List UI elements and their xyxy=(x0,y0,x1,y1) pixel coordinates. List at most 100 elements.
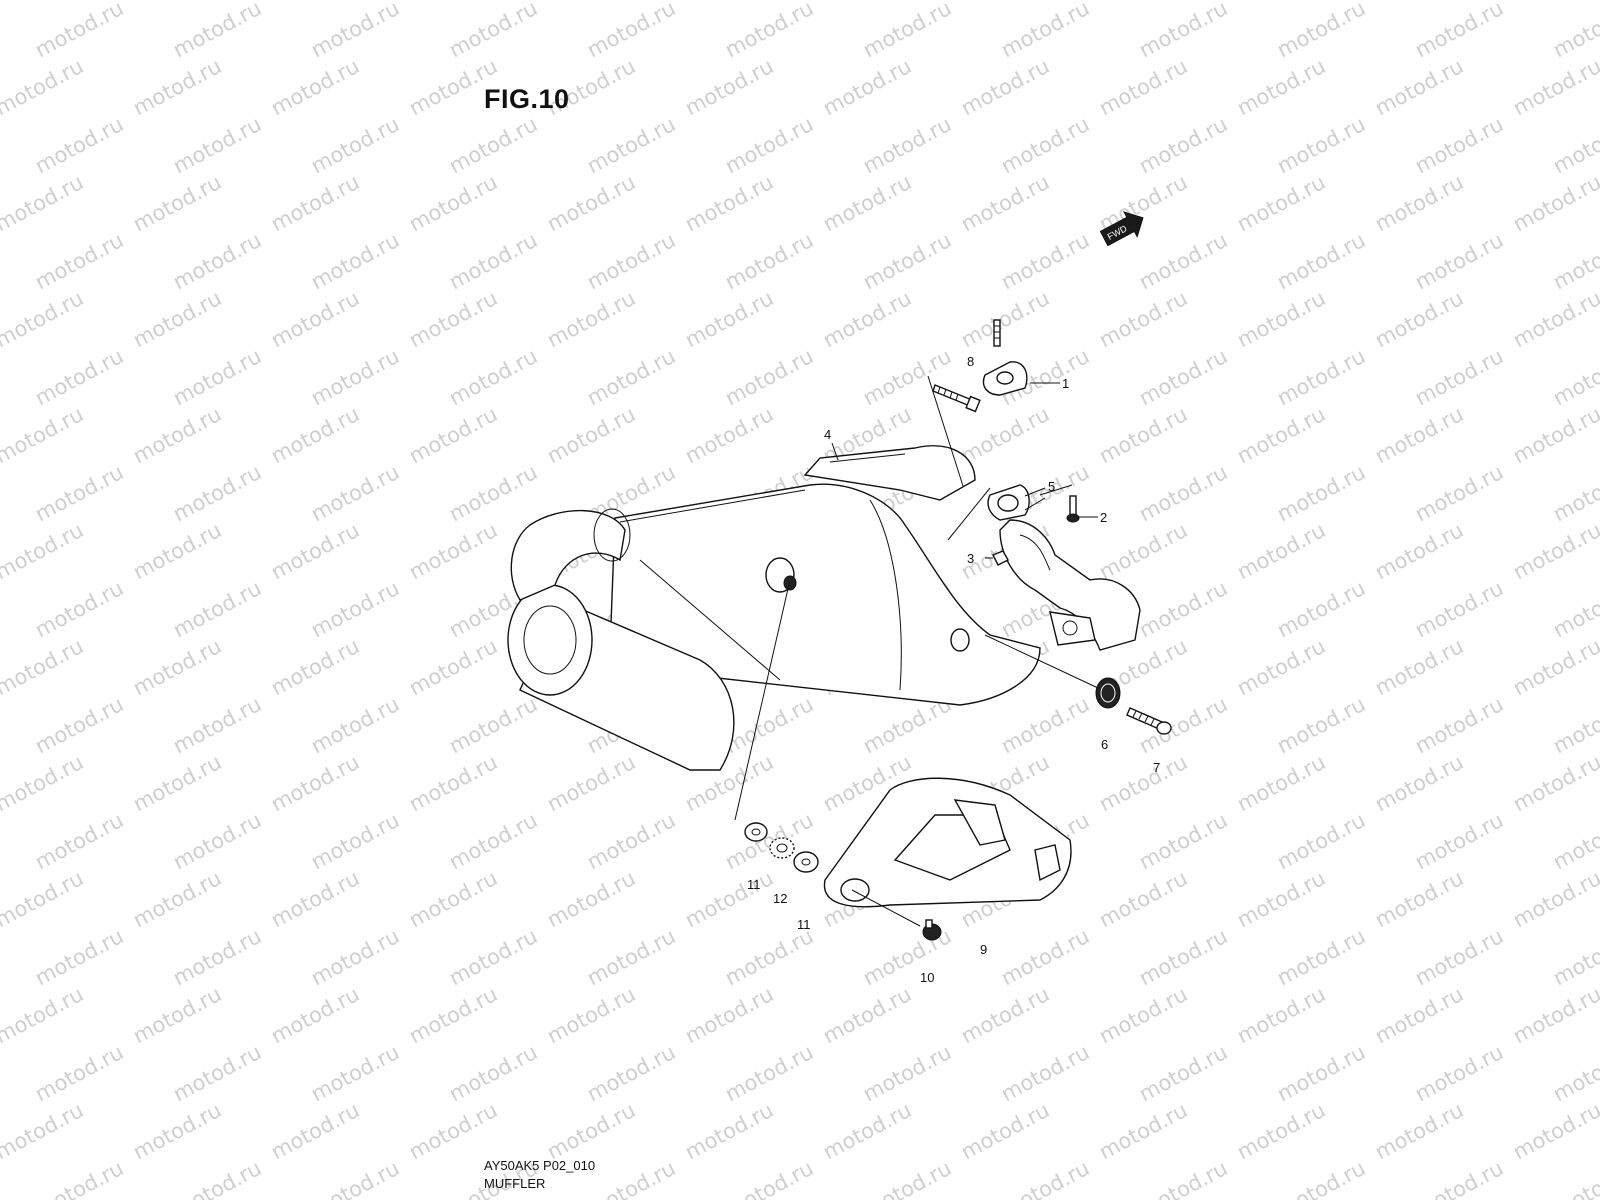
watermark-text: motod.ru xyxy=(307,0,403,62)
watermark-text: motod.ru xyxy=(31,1156,127,1200)
watermark-text: motod.ru xyxy=(1135,924,1231,990)
watermark-text: motod.ru xyxy=(1549,0,1600,62)
watermark-text: motod.ru xyxy=(31,808,127,874)
watermark-text: motod.ru xyxy=(681,0,777,4)
watermark-text: motod.ru xyxy=(0,634,87,700)
watermark-text: motod.ru xyxy=(405,518,501,584)
watermark-text: motod.ru xyxy=(1095,982,1191,1048)
watermark-text: motod.ru xyxy=(307,924,403,990)
watermark-text: motod.ru xyxy=(0,54,87,120)
watermark-text: motod.ru xyxy=(957,170,1053,236)
watermark-text: motod.ru xyxy=(1135,228,1231,294)
watermark-text: motod.ru xyxy=(543,170,639,236)
watermark-text: motod.ru xyxy=(1095,0,1191,4)
watermark-text: motod.ru xyxy=(445,692,541,758)
watermark-text: motod.ru xyxy=(1549,1156,1600,1200)
watermark-text: motod.ru xyxy=(1135,460,1231,526)
watermark-text: motod.ru xyxy=(1273,1156,1369,1200)
watermark-text: motod.ru xyxy=(307,460,403,526)
watermark-text: motod.ru xyxy=(1509,750,1600,816)
watermark-text: motod.ru xyxy=(1509,402,1600,468)
watermark-text: motod.ru xyxy=(1135,344,1231,410)
figure-name: MUFFLER xyxy=(484,1176,546,1191)
watermark-text: motod.ru xyxy=(721,692,817,758)
watermark-text: motod.ru xyxy=(681,170,777,236)
watermark-text: motod.ru xyxy=(1233,0,1329,4)
watermark-text: motod.ru xyxy=(1273,924,1369,990)
watermark-text: motod.ru xyxy=(405,170,501,236)
watermark-text: motod.ru xyxy=(681,54,777,120)
watermark-text: motod.ru xyxy=(1411,1040,1507,1106)
watermark-text: motod.ru xyxy=(1549,808,1600,874)
watermark-text: motod.ru xyxy=(859,1156,955,1200)
watermark-text: motod.ru xyxy=(1233,54,1329,120)
watermark-text: motod.ru xyxy=(1273,1040,1369,1106)
part-11b-washer xyxy=(793,851,819,873)
fwd-arrow-icon: FWD xyxy=(1099,211,1144,247)
watermark-text: motod.ru xyxy=(0,982,87,1048)
watermark-text: motod.ru xyxy=(957,0,1053,4)
watermark-text: motod.ru xyxy=(405,866,501,932)
watermark-text: motod.ru xyxy=(681,982,777,1048)
watermark-text: motod.ru xyxy=(0,866,87,932)
watermark-text: motod.ru xyxy=(0,402,87,468)
watermark-text: motod.ru xyxy=(1273,692,1369,758)
watermark-text: motod.ru xyxy=(169,460,265,526)
watermark-text: motod.ru xyxy=(1411,924,1507,990)
watermark-text: motod.ru xyxy=(1411,0,1507,62)
watermark-text: motod.ru xyxy=(1273,576,1369,642)
watermark-text: motod.ru xyxy=(1509,286,1600,352)
watermark-text: motod.ru xyxy=(307,576,403,642)
callout-9: 9 xyxy=(980,942,987,957)
watermark-text: motod.ru xyxy=(0,750,87,816)
watermark-text: motod.ru xyxy=(543,982,639,1048)
watermark-text: motod.ru xyxy=(721,0,817,62)
watermark-text: motod.ru xyxy=(1549,1040,1600,1106)
watermark-text: motod.ru xyxy=(1371,518,1467,584)
watermark-text: motod.ru xyxy=(957,1098,1053,1164)
watermark-text: motod.ru xyxy=(0,170,87,236)
watermark-text: motod.ru xyxy=(169,112,265,178)
watermark-text: motod.ru xyxy=(445,112,541,178)
watermark-text: motod.ru xyxy=(1135,576,1231,642)
watermark-text: motod.ru xyxy=(405,0,501,4)
watermark-text: motod.ru xyxy=(1233,402,1329,468)
watermark-text: motod.ru xyxy=(445,228,541,294)
watermark-text: motod.ru xyxy=(1509,518,1600,584)
watermark-text: motod.ru xyxy=(819,1098,915,1164)
watermark-text: motod.ru xyxy=(405,750,501,816)
watermark-text: motod.ru xyxy=(169,344,265,410)
watermark-text: motod.ru xyxy=(721,344,817,410)
part-7-bolt xyxy=(1126,707,1172,735)
watermark-text: motod.ru xyxy=(1411,460,1507,526)
watermark-text: motod.ru xyxy=(1095,402,1191,468)
watermark-text: motod.ru xyxy=(1411,344,1507,410)
watermark-text: motod.ru xyxy=(169,0,265,62)
watermark-text: motod.ru xyxy=(267,0,363,4)
watermark-text: motod.ru xyxy=(31,0,127,62)
watermark-text: motod.ru xyxy=(267,54,363,120)
watermark-text: motod.ru xyxy=(1371,54,1467,120)
leader-lines xyxy=(734,375,1099,927)
watermark-text: motod.ru xyxy=(267,634,363,700)
watermark-text: motod.ru xyxy=(0,286,87,352)
watermark-text: motod.ru xyxy=(721,924,817,990)
watermark-text: motod.ru xyxy=(819,0,915,4)
watermark-text: motod.ru xyxy=(997,1040,1093,1106)
watermark-text: motod.ru xyxy=(1233,1098,1329,1164)
watermark-text: motod.ru xyxy=(169,576,265,642)
watermark-text: motod.ru xyxy=(1371,750,1467,816)
callout-2: 2 xyxy=(1100,510,1107,525)
watermark-text: motod.ru xyxy=(1411,228,1507,294)
watermark-text: motod.ru xyxy=(721,112,817,178)
watermark-text: motod.ru xyxy=(169,1156,265,1200)
watermark-text: motod.ru xyxy=(1411,692,1507,758)
watermark-text: motod.ru xyxy=(1273,228,1369,294)
callout-10: 10 xyxy=(920,970,934,985)
watermark-text: motod.ru xyxy=(1095,286,1191,352)
watermark-text: motod.ru xyxy=(957,54,1053,120)
watermark-text: motod.ru xyxy=(31,576,127,642)
watermark-text: motod.ru xyxy=(1233,750,1329,816)
watermark-text: motod.ru xyxy=(307,808,403,874)
watermark-text: motod.ru xyxy=(405,982,501,1048)
